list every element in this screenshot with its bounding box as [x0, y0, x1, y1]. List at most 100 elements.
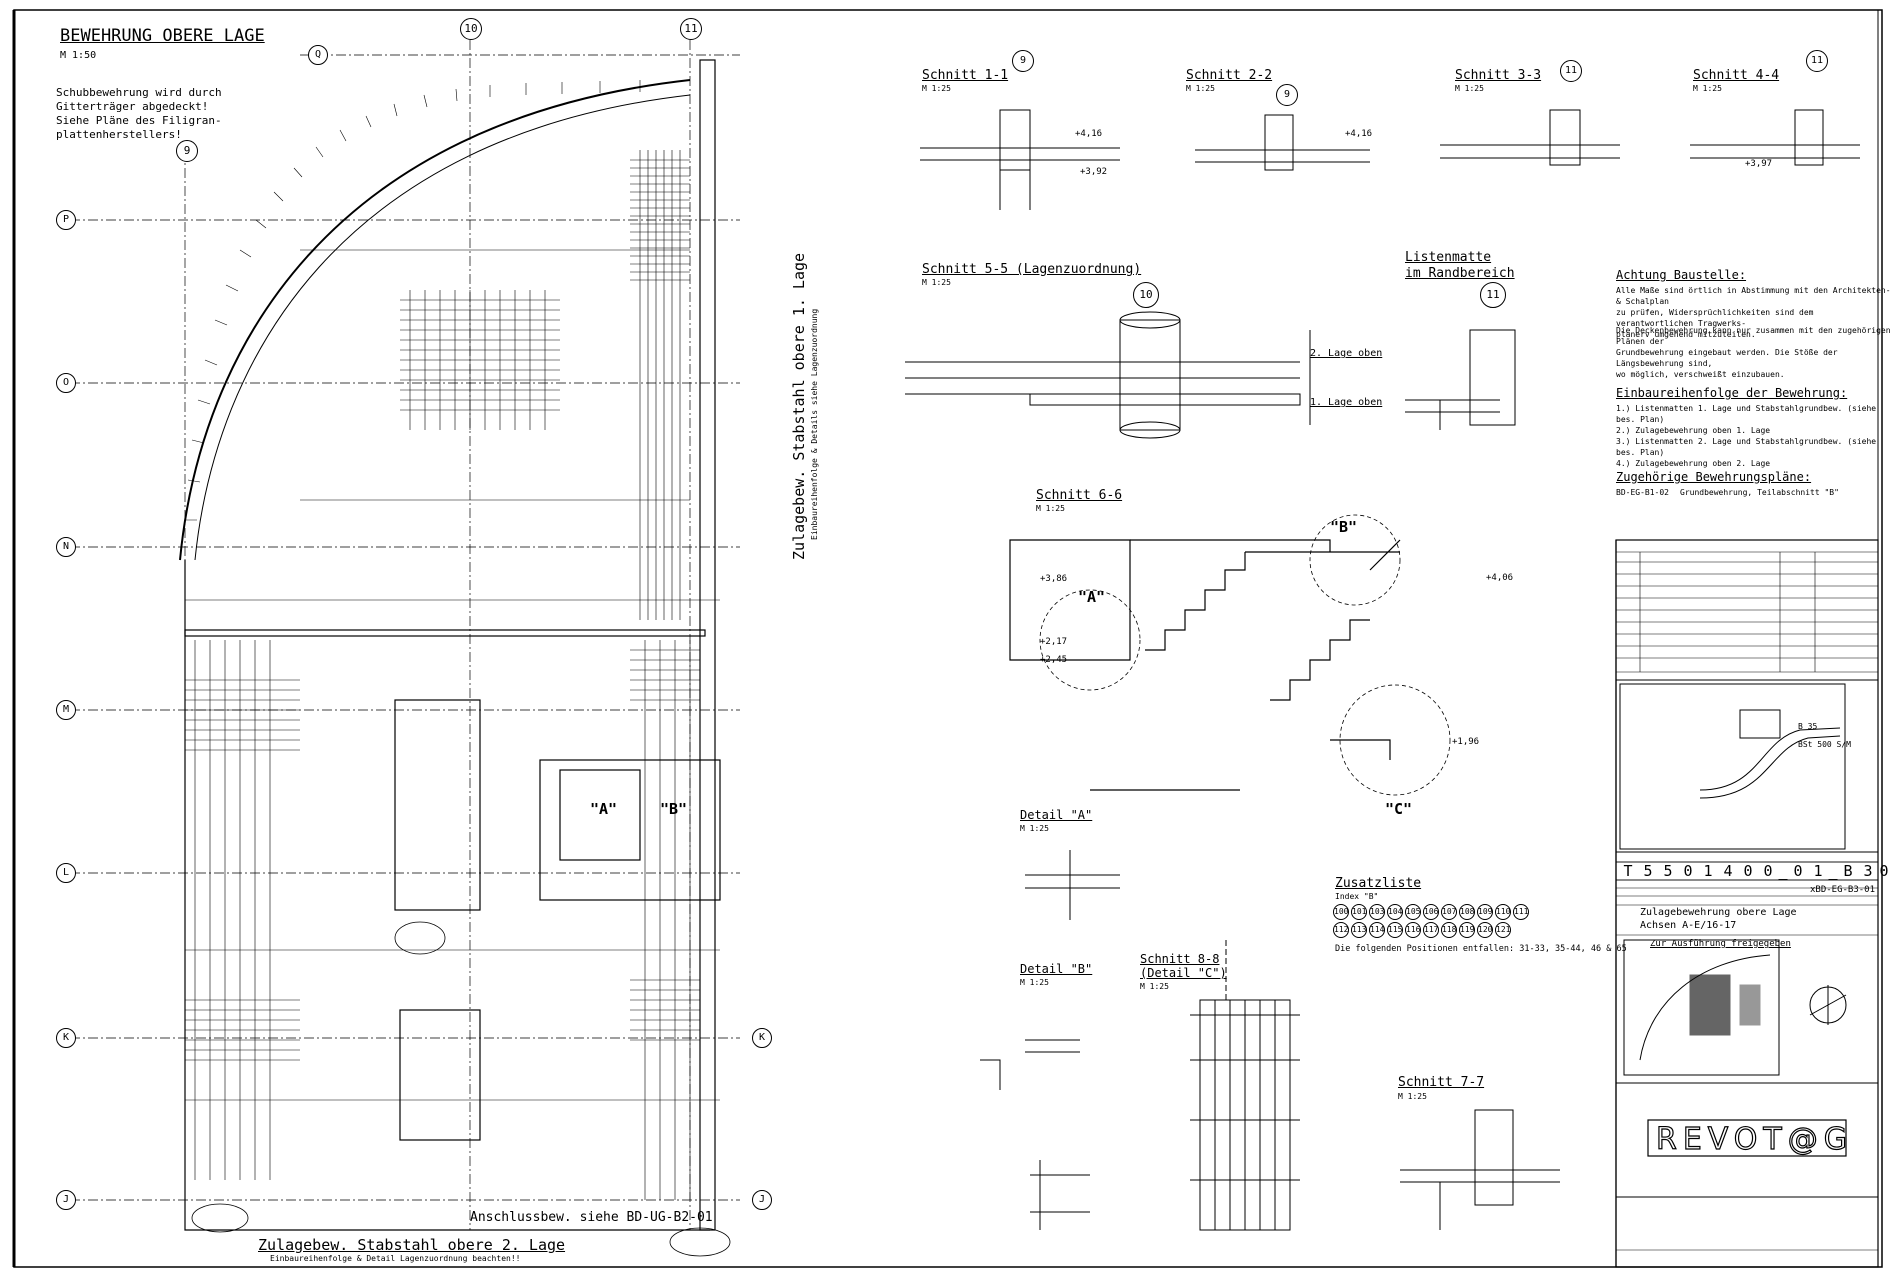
elevation-label: +3,97 [1745, 159, 1773, 169]
section-axis-11b: 11 [1806, 50, 1828, 72]
section-title-4-4: Schnitt 4-4 [1693, 68, 1780, 83]
section-scale-2-2: M 1:25 [1186, 84, 1215, 93]
zusatz-pos: 105 [1405, 904, 1421, 920]
detail-marker-a: "A" [1078, 588, 1106, 606]
elevation-label: +1,96 [1452, 737, 1480, 747]
tb-digit: 3 [1863, 862, 1873, 880]
section-title-1-1: Schnitt 1-1 [922, 68, 1009, 83]
zusatz-pos: 115 [1387, 922, 1403, 938]
section-scale-7-7: M 1:25 [1398, 1092, 1427, 1101]
zusatz-pos: 116 [1405, 922, 1421, 938]
section-axis-9: 9 [1012, 50, 1034, 72]
section-title-8-8: Schnitt 8-8 [1140, 952, 1220, 966]
section-title-6-6: Schnitt 6-6 [1036, 488, 1123, 503]
section-scale-3-3: M 1:25 [1455, 84, 1484, 93]
zusatz-pos: 100 [1333, 904, 1349, 920]
detail-b-scale: M 1:25 [1020, 978, 1049, 987]
section-title-5-5: Schnitt 5-5 (Lagenzuordnung) [922, 262, 1142, 277]
axis-bubble-k: K [56, 1028, 76, 1048]
zugehoerig-plan-desc: Grundbewehrung, Teilabschnitt "B" [1680, 488, 1839, 497]
zusatz-pos: 107 [1441, 904, 1457, 920]
anschluss-label: Anschlussbew. siehe BD-UG-B2-01 [470, 1210, 713, 1225]
zulage-oben-2-sub: Einbaureihenfolge & Detail Lagenzuordnun… [270, 1254, 521, 1263]
zusatz-pos: 120 [1477, 922, 1493, 938]
tb-digit: 1 [1813, 862, 1823, 880]
zusatz-pos: 108 [1459, 904, 1475, 920]
section-axis-10: 10 [1133, 282, 1159, 308]
tb-digit: 0 [1683, 862, 1693, 880]
elevation-label: +4,16 [1075, 129, 1103, 139]
section-title-2-2: Schnitt 2-2 [1186, 68, 1273, 83]
axis-bubble-l: L [56, 863, 76, 883]
tb-digit: T [1623, 862, 1633, 880]
achtung-title: Achtung Baustelle: [1616, 268, 1747, 282]
zusatz-pos: 119 [1459, 922, 1475, 938]
elevation-label: +2,45 [1040, 655, 1068, 665]
axis-bubble-j: J [56, 1190, 76, 1210]
axis-bubble-11: 11 [680, 18, 702, 40]
zugehoerig-plan-no: BD-EG-B1-02 [1616, 488, 1669, 497]
section-scale-6-6: M 1:25 [1036, 504, 1065, 513]
zugehoerig-title: Zugehörige Bewehrungspläne: [1616, 470, 1812, 484]
axis-bubble-j-right: J [752, 1190, 772, 1210]
detail-marker-b-plan: "B" [660, 800, 688, 818]
detail-a-title: Detail "A" [1020, 808, 1093, 822]
zusatzliste-row-2: 112 113 114 115 116 117 118 119 120 121 [1333, 922, 1511, 938]
zusatz-pos: 110 [1495, 904, 1511, 920]
vertical-label-zulage-oben-1: Zulagebew. Stabstahl obere 1. Lage [790, 252, 808, 560]
zusatz-pos: 111 [1513, 904, 1529, 920]
tb-digit: 0 [1879, 862, 1889, 880]
elevation-label: +3,92 [1080, 167, 1108, 177]
zusatz-pos: 121 [1495, 922, 1511, 938]
zusatzliste-title: Zusatzliste [1335, 876, 1422, 891]
zusatzliste-row-1: 100 101 103 104 105 106 107 108 109 110 … [1333, 904, 1529, 920]
tb-digit: 0 [1793, 862, 1803, 880]
axis-bubble-n: N [56, 537, 76, 557]
tb-digit: 5 [1663, 862, 1673, 880]
zusatz-pos: 114 [1369, 922, 1385, 938]
axis-bubble-10: 10 [460, 18, 482, 40]
section-scale-8-8: M 1:25 [1140, 982, 1169, 991]
section-scale-5-5: M 1:25 [922, 278, 951, 287]
tb-digit: 5 [1643, 862, 1653, 880]
achtung-paragraph-1: Alle Maße sind örtlich in Abstimmung mit… [1616, 286, 1891, 339]
drawing-title: BEWEHRUNG OBERE LAGE [60, 26, 265, 46]
axis-bubble-m: M [56, 700, 76, 720]
achtung-paragraph-2: Die Deckenbewehrung kann nur zusammen mi… [1616, 326, 1891, 379]
detail-marker-a-plan: "A" [590, 800, 618, 818]
lage-oben-1-label: 1. Lage oben [1310, 397, 1383, 408]
plan-note: Schubbewehrung wird durch Gitterträger a… [56, 86, 222, 141]
axis-bubble-k-right: K [752, 1028, 772, 1048]
zusatz-pos: 113 [1351, 922, 1367, 938]
detail-marker-c: "C" [1385, 800, 1413, 818]
zusatz-pos: 117 [1423, 922, 1439, 938]
axis-bubble-o: O [56, 373, 76, 393]
section-scale-4-4: M 1:25 [1693, 84, 1722, 93]
tb-digit: 1 [1703, 862, 1713, 880]
section-scale-1-1: M 1:25 [922, 84, 951, 93]
elevation-label: +4,06 [1486, 573, 1514, 583]
einbau-list: 1.) Listenmatten 1. Lage und Stabstahlgr… [1616, 404, 1877, 468]
section-title-3-3: Schnitt 3-3 [1455, 68, 1542, 83]
section-title-7-7: Schnitt 7-7 [1398, 1075, 1485, 1090]
tb-digit: 0 [1763, 862, 1773, 880]
tb-plan-code: xBD-EG-B3-01 [1810, 885, 1876, 895]
zusatz-pos: 101 [1351, 904, 1367, 920]
tb-beton-value: B 35 [1798, 722, 1818, 731]
listenmatte-title-1: Listenmatte [1405, 250, 1492, 265]
section-axis-9b: 9 [1276, 84, 1298, 106]
elevation-label: +2,17 [1040, 637, 1068, 647]
axis-bubble-q: Q [308, 45, 328, 65]
zulage-oben-2-label: Zulagebew. Stabstahl obere 2. Lage [258, 1236, 566, 1254]
elevation-label: +4,16 [1345, 129, 1373, 139]
axis-bubble-9: 9 [176, 140, 198, 162]
detail-a-scale: M 1:25 [1020, 824, 1049, 833]
tb-status: Zur Ausführung freigegeben [1650, 939, 1791, 949]
tb-title-line-1: Zulagebewehrung obere Lage [1640, 907, 1797, 918]
section-title-8-8-sub: (Detail "C") [1140, 966, 1227, 980]
zusatz-pos: 118 [1441, 922, 1457, 938]
zusatz-pos: 104 [1387, 904, 1403, 920]
lage-oben-2-label: 2. Lage oben [1310, 348, 1383, 359]
tb-stahl-value: BSt 500 S/M [1798, 740, 1851, 749]
